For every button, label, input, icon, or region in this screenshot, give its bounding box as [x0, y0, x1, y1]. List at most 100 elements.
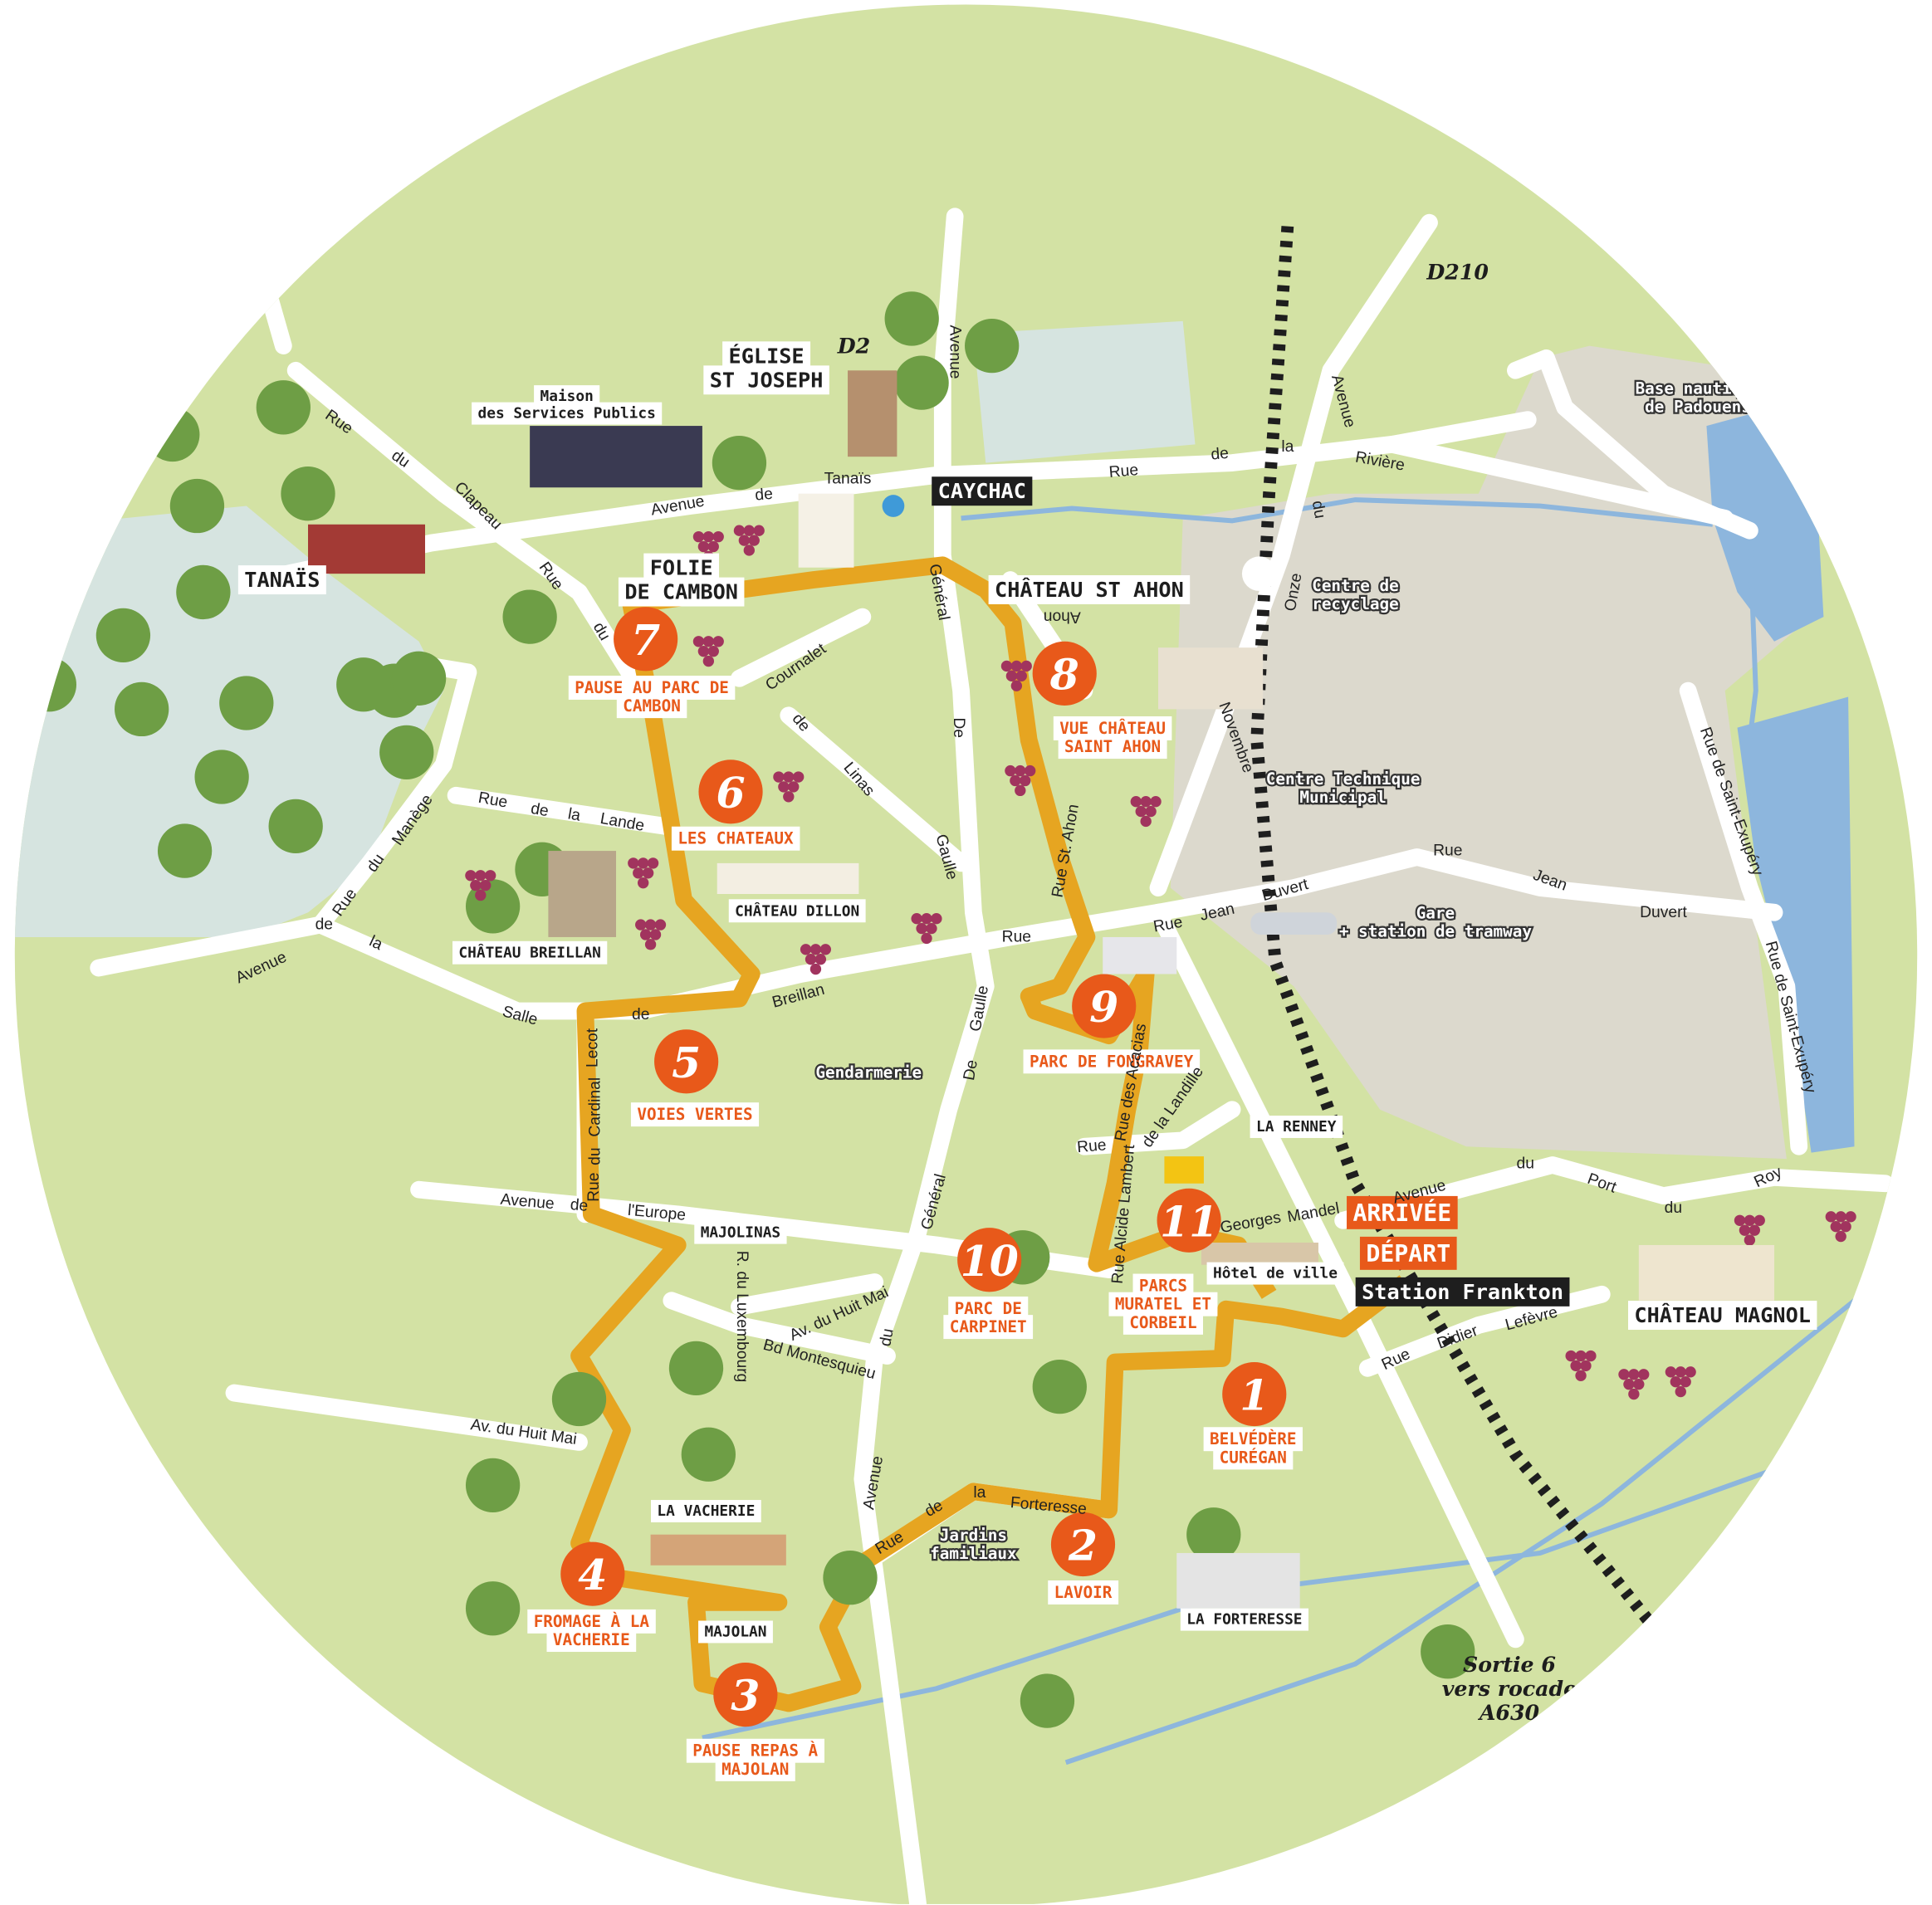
street-name: de: [570, 1196, 589, 1215]
tree-icon: [219, 676, 274, 730]
vacherie-icon: [650, 1534, 786, 1566]
stop-number: 6: [716, 769, 745, 818]
label-text: CHÂTEAU DILLON: [735, 901, 859, 920]
stop-number: 9: [1089, 983, 1118, 1032]
tree-icon: [894, 355, 949, 410]
label-text: D2: [837, 334, 870, 359]
label-text: Maison: [540, 388, 594, 405]
road-ref-d210: D210: [1426, 260, 1489, 285]
label-tanais: TANAÏS: [237, 565, 326, 595]
tree-icon: [884, 291, 939, 346]
stop-circle: [654, 1029, 719, 1094]
grapes-icon: [1130, 796, 1162, 828]
grapes-icon: [1825, 1211, 1856, 1243]
depart-label: DÉPART: [1359, 1236, 1457, 1270]
tram-icon: [1250, 912, 1338, 935]
street-name: Rue: [1108, 462, 1139, 481]
street-name: Rue: [1076, 1136, 1107, 1156]
stop-circle: [1222, 1361, 1287, 1427]
street-name: Avenue: [946, 325, 964, 379]
tree-icon: [281, 466, 335, 521]
church-icon: [848, 370, 898, 457]
tanais-house-icon: [308, 524, 425, 574]
fongravey-icon: [1103, 936, 1177, 974]
tree-icon: [22, 657, 77, 712]
folie-cambon-icon: [798, 493, 854, 568]
label-text: ST JOSEPH: [710, 368, 824, 392]
grapes-icon: [911, 913, 942, 945]
street-name: de: [632, 1006, 649, 1023]
label-text: CAYCHAC: [938, 479, 1026, 503]
street-name: de: [1211, 445, 1230, 464]
grapes-icon: [1005, 764, 1036, 797]
road-cournalet: [731, 608, 872, 687]
label-text: Sortie 6: [1463, 1652, 1556, 1677]
label-text: MURATEL ET: [1115, 1295, 1211, 1314]
stop-marker-4[interactable]: 4: [560, 1541, 625, 1606]
tree-icon: [145, 407, 200, 462]
stop-marker-1[interactable]: 1: [1222, 1361, 1287, 1427]
label-text: CHÂTEAU ST AHON: [995, 578, 1184, 602]
stop-marker-9[interactable]: 9: [1072, 974, 1137, 1038]
road-port-du-roy: [1334, 1156, 1894, 1229]
label-la-vacherie: LA VACHERIE: [651, 1500, 761, 1522]
street-name: De: [950, 717, 967, 738]
river-canal: [1747, 530, 1758, 740]
tree-icon: [157, 823, 213, 878]
stop-marker-10[interactable]: 10: [957, 1228, 1022, 1292]
tree-icon: [391, 651, 447, 706]
label-text: Centre Technique: [1266, 769, 1421, 789]
tree-icon: [668, 1341, 724, 1396]
label-text: + station de tramway: [1339, 922, 1533, 941]
road-onze-novembre: [1149, 213, 1438, 896]
poi-gendarmerie: Gendarmerie: [814, 1061, 923, 1083]
stop-number: 1: [1240, 1371, 1269, 1420]
stop-circle: [1157, 1188, 1221, 1253]
stop-circle: [1032, 641, 1097, 706]
label-text: PAUSE AU PARC DE: [575, 678, 729, 697]
tree-icon: [95, 608, 151, 663]
tree-icon: [256, 380, 311, 435]
stop-marker-3[interactable]: 3: [713, 1663, 778, 1727]
stop-number: 4: [578, 1551, 607, 1600]
stop-marker-6[interactable]: 6: [698, 760, 763, 824]
recycle-icon: [1241, 556, 1277, 591]
label-text: de Padouens: [1645, 398, 1751, 417]
stop-circle: [560, 1541, 625, 1606]
stop-circle: [713, 1663, 778, 1727]
label-hotel-de-ville: Hôtel de ville: [1206, 1262, 1344, 1285]
label-text: CURÉGAN: [1220, 1448, 1287, 1467]
chateau-magnol-icon: [1638, 1244, 1775, 1301]
tree-icon: [1186, 1507, 1241, 1562]
grapes-icon: [1665, 1366, 1696, 1398]
railway: [1250, 226, 1669, 1644]
stop-marker-2[interactable]: 2: [1050, 1512, 1116, 1577]
label-caychac: CAYCHAC: [932, 476, 1033, 506]
stop-marker-5[interactable]: 5: [654, 1029, 719, 1094]
label-text: BELVÉDÈRE: [1210, 1429, 1296, 1448]
label-text: VUE CHÂTEAU: [1059, 719, 1166, 738]
stop-marker-8[interactable]: 8: [1032, 641, 1097, 706]
water-drop-icon: [882, 495, 905, 517]
stop-marker-11[interactable]: 11: [1157, 1188, 1221, 1253]
label-text: familiaux: [930, 1544, 1017, 1563]
tree-icon: [681, 1427, 736, 1482]
label-text: LES CHATEAUX: [677, 829, 794, 848]
tree-icon: [1020, 1673, 1075, 1728]
label-text: ÉGLISE: [729, 344, 805, 368]
tree-icon: [336, 657, 391, 712]
poi-gare: Gare+ station de tramway: [1338, 901, 1534, 943]
stop-marker-7[interactable]: 7: [614, 607, 678, 672]
tree-icon: [115, 681, 169, 737]
park-caychac: [973, 320, 1196, 463]
label-text: CAMBON: [623, 696, 681, 716]
label-text: LA FORTERESSE: [1186, 1611, 1302, 1629]
street-name: la: [1281, 438, 1294, 456]
stop-circle: [698, 760, 763, 824]
label-station-frankton: Station Frankton: [1355, 1277, 1570, 1307]
